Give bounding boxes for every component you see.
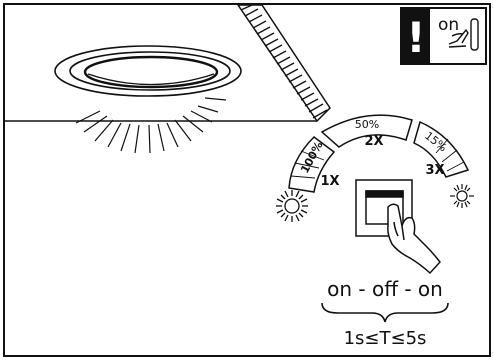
warning-box: ! on <box>400 7 487 65</box>
warning-on-label: on <box>438 15 459 35</box>
diagram-frame <box>3 3 491 357</box>
press-count-1x: 1X <box>320 174 339 189</box>
band-15 <box>413 120 470 178</box>
dim-light-icon <box>450 184 474 208</box>
press-count-3x: 3X <box>425 163 444 178</box>
timing-label: 1s≤T≤5s <box>344 328 427 349</box>
band-50 <box>320 114 413 148</box>
sequence-label: on - off - on <box>327 277 443 301</box>
band-100 <box>288 136 336 193</box>
bright-light-icon <box>276 190 308 222</box>
finger-switch-icon <box>448 18 479 51</box>
timing-brace <box>321 302 449 323</box>
press-count-2x: 2X <box>364 134 383 149</box>
ceiling-wall <box>5 4 331 123</box>
level-50-percent: 50% <box>355 118 379 131</box>
warning-symbol: ! <box>406 13 425 62</box>
light-rays <box>75 97 227 154</box>
dimming-arc <box>288 114 470 193</box>
hand-pressing-switch-icon <box>355 179 441 275</box>
recessed-downlight-icon <box>54 45 242 97</box>
exclamation-icon <box>402 9 430 63</box>
